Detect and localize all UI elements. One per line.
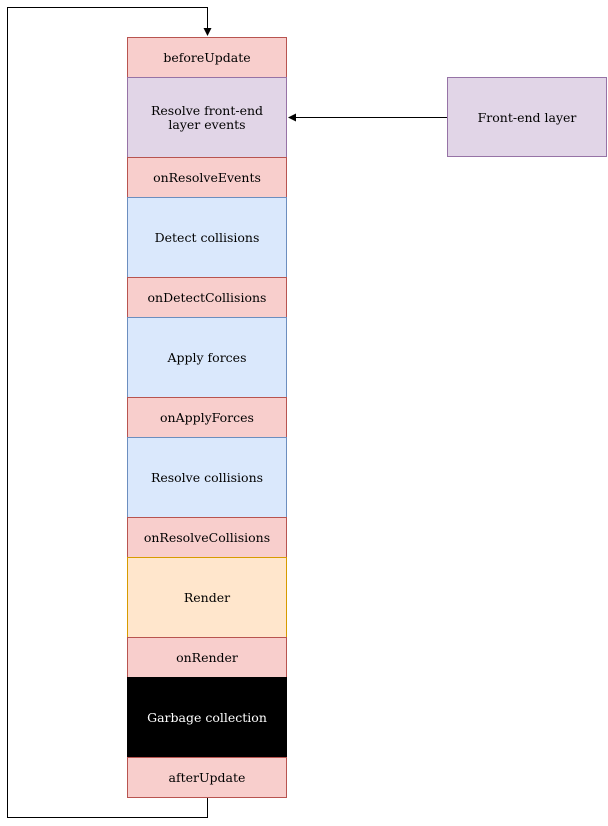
stage-on-resolve-events: onResolveEvents bbox=[127, 157, 287, 198]
stage-resolve-collisions: Resolve collisions bbox=[127, 437, 287, 518]
stage-label: onResolveCollisions bbox=[143, 529, 271, 545]
stage-label: Apply forces bbox=[167, 349, 247, 365]
stage-label: onDetectCollisions bbox=[147, 289, 267, 305]
stage-label: Garbage collection bbox=[147, 709, 267, 725]
stage-label: Detect collisions bbox=[154, 229, 260, 245]
stage-label: Resolve front-end layer events bbox=[150, 102, 264, 132]
stage-after-update: afterUpdate bbox=[127, 757, 287, 798]
stage-detect-collisions: Detect collisions bbox=[127, 197, 287, 278]
stage-render: Render bbox=[127, 557, 287, 638]
stage-on-render: onRender bbox=[127, 637, 287, 678]
stage-label: afterUpdate bbox=[168, 769, 246, 785]
frontend-layer-box: Front-end layer bbox=[447, 77, 607, 157]
stage-label: beforeUpdate bbox=[163, 49, 251, 65]
stage-label: Resolve collisions bbox=[150, 469, 264, 485]
stage-on-apply-forces: onApplyForces bbox=[127, 397, 287, 438]
stage-label: Render bbox=[183, 589, 231, 605]
stage-before-update: beforeUpdate bbox=[127, 37, 287, 78]
loop-back-edge bbox=[7, 7, 212, 818]
stage-on-resolve-collisions: onResolveCollisions bbox=[127, 517, 287, 558]
stage-apply-forces: Apply forces bbox=[127, 317, 287, 398]
stage-resolve-frontend-events: Resolve front-end layer events bbox=[127, 77, 287, 158]
stage-on-detect-collisions: onDetectCollisions bbox=[127, 277, 287, 318]
stage-label: onRender bbox=[176, 649, 238, 665]
stage-label: onResolveEvents bbox=[153, 169, 261, 185]
stage-garbage-collection: Garbage collection bbox=[127, 677, 287, 758]
frontend-layer-label: Front-end layer bbox=[477, 109, 577, 125]
stage-label: onApplyForces bbox=[160, 409, 254, 425]
